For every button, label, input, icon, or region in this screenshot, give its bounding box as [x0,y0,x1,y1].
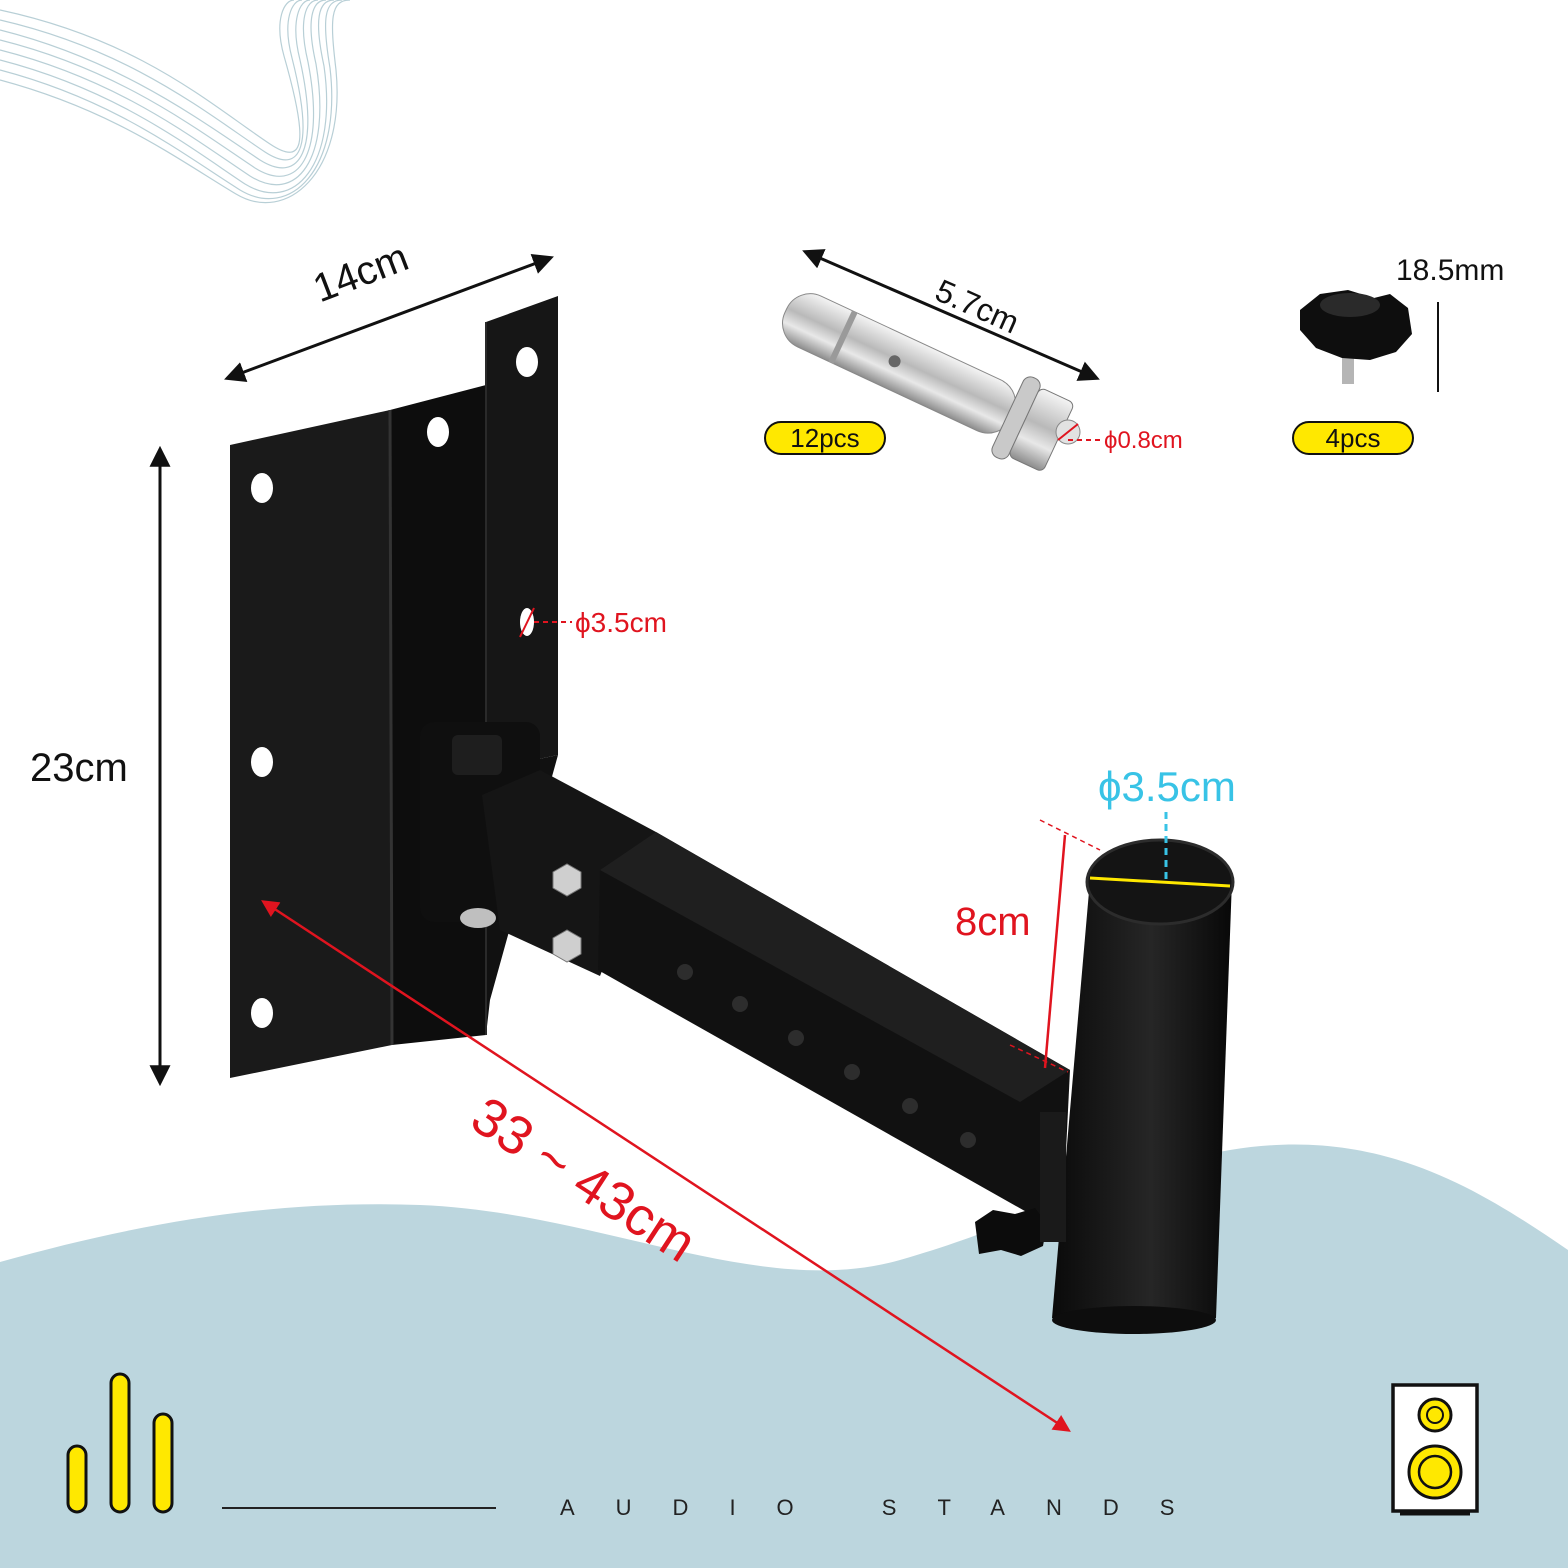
wall-plate [230,296,558,1078]
decorative-wave-lines [0,0,351,204]
mount-hole [251,747,273,777]
tube-diameter-label: ϕ3.5cm [1098,763,1236,810]
plate-height-label: 23cm [30,746,128,790]
brand-wordmark: AUDIO STANDS [560,1495,1216,1520]
tube-height-label: 8cm [955,900,1031,944]
mount-hole [251,473,273,503]
dimension-lines [149,249,1439,1432]
mount-hole [427,417,449,447]
knob-size-label: 18.5mm [1396,254,1505,287]
mount-hole [251,998,273,1028]
speaker-icon [1391,1383,1479,1516]
bolt-diameter-label: ϕ0.8cm [1104,427,1183,454]
knob-quantity-badge: 4pcs [1292,421,1414,455]
swivel-arm [420,722,1070,1256]
star-knob [1300,290,1412,384]
hole-diameter-label: ϕ3.5cm [575,607,667,638]
bolt-quantity-badge: 12pcs [764,421,886,455]
mount-hole [516,347,538,377]
equalizer-bars-icon [66,1372,174,1514]
